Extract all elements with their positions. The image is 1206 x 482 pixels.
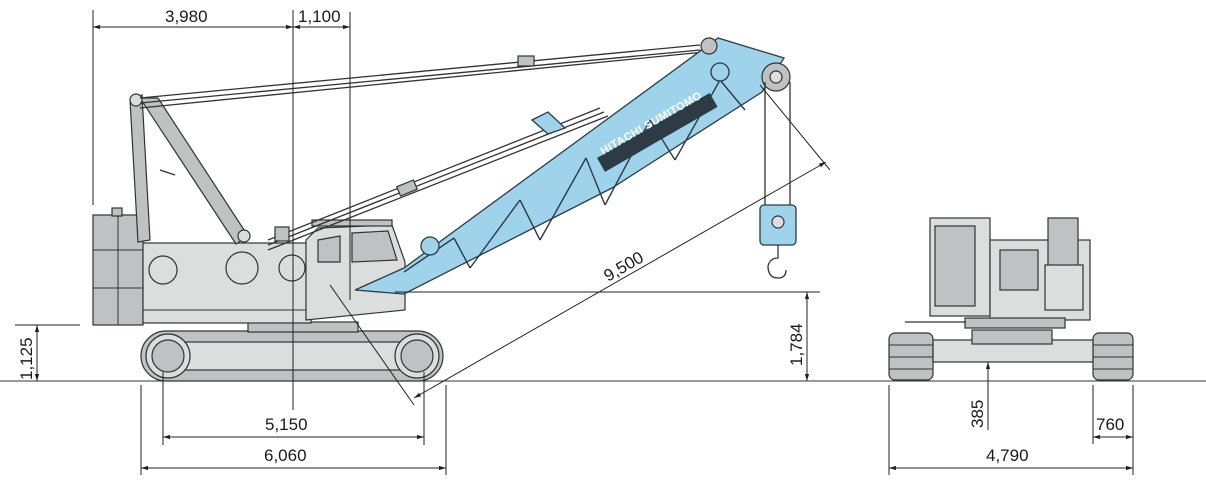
- dim-boom-foot-offset: 1,100: [298, 7, 341, 26]
- dim-boom-foot-height: 1,784: [787, 323, 806, 366]
- dim-counterweight-clearance: 1,125: [17, 337, 36, 380]
- upper-body: [142, 242, 312, 324]
- counterweight: [92, 207, 144, 326]
- operator-cab: [305, 219, 406, 321]
- side-view-crane: HITACHI SUMITOMO: [92, 37, 797, 382]
- crawler-track: [140, 330, 444, 382]
- front-view-crane: [888, 217, 1134, 381]
- gantry-mast: [129, 93, 251, 245]
- front-view-dimensions: 385 760 4,790: [888, 362, 1134, 475]
- hook-block: [759, 82, 797, 279]
- dim-ground-clearance: 385: [968, 400, 987, 428]
- dim-boom-length: 9,500: [601, 248, 647, 286]
- dim-track-shoe-width: 760: [1096, 415, 1124, 434]
- dim-tumbler-distance: 5,150: [265, 415, 308, 434]
- boom-logo-plate: [597, 93, 718, 172]
- dim-tail-radius: 3,980: [165, 7, 208, 26]
- boom-tip: [700, 37, 791, 92]
- dim-crawler-length: 6,060: [264, 446, 307, 465]
- dim-overall-width: 4,790: [986, 446, 1029, 465]
- side-view-dimensions: 3,980 1,100 9,500 1,784 1,125 5,150 6,06…: [15, 7, 831, 475]
